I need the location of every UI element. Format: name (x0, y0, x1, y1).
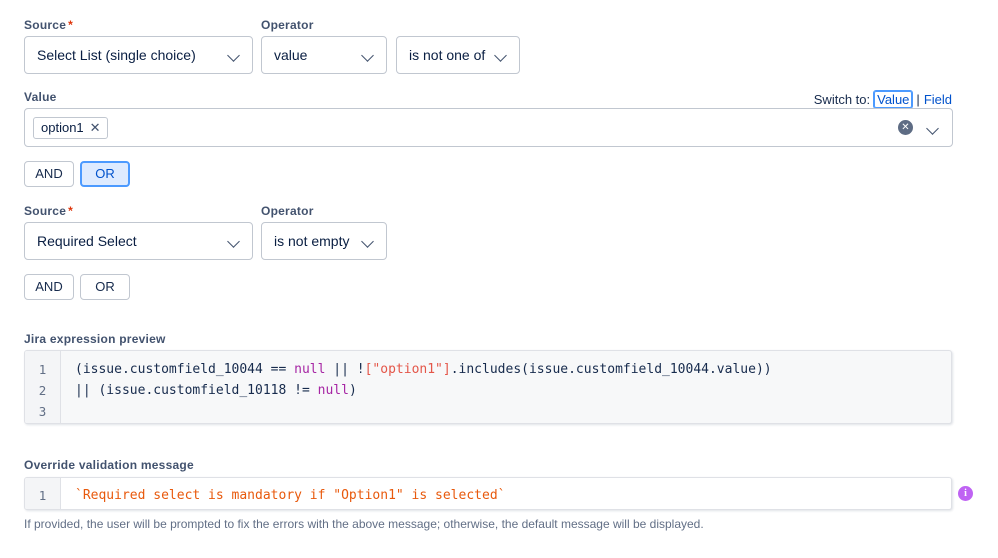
code-text: || (issue.customfield_10118 != (75, 383, 318, 398)
code-text: (issue.customfield_10044 == (75, 362, 295, 377)
logic-or-button-row2[interactable]: OR (80, 274, 130, 300)
expression-preview-code: (issue.customfield_10044 == null || !["o… (61, 351, 951, 423)
operator-label-row2: Operator (261, 204, 314, 218)
switch-to-value-link[interactable]: Value (873, 90, 914, 109)
logic-or-button-row1[interactable]: OR (80, 161, 130, 187)
operator-label-row1: Operator (261, 18, 314, 32)
source-label-row1: Source* (24, 18, 73, 32)
required-asterisk-row2: * (68, 204, 74, 218)
operator-select-row2[interactable]: is not empty (261, 222, 387, 260)
comparator-select-row1[interactable]: is not one of (396, 36, 520, 74)
value-multiselect[interactable]: option1 ✕ ✕ (24, 108, 953, 147)
source-label-text-row2: Source (24, 204, 67, 218)
logic-and-button-row1[interactable]: AND (24, 161, 74, 187)
source-select-row2[interactable]: Required Select (24, 222, 253, 260)
chevron-down-icon (362, 234, 376, 248)
value-chip-label: option1 (41, 119, 84, 135)
override-message-input[interactable]: `Required select is mandatory if "Option… (75, 488, 506, 503)
source-label-text-row1: Source (24, 18, 67, 32)
switch-to-prefix: Switch to: (813, 92, 871, 107)
switch-to-field-link[interactable]: Field (923, 92, 952, 107)
value-label: Value (24, 90, 57, 104)
operator-select-row1[interactable]: value (261, 36, 387, 74)
clear-circle-icon[interactable]: ✕ (898, 120, 913, 135)
line-number: 1 (38, 362, 47, 377)
code-line-2: || (issue.customfield_10118 != null) (75, 380, 941, 401)
override-helper-text: If provided, the user will be prompted t… (24, 517, 704, 531)
required-asterisk-row1: * (68, 18, 74, 32)
chevron-down-icon (228, 48, 242, 62)
line-number: 3 (38, 404, 47, 419)
code-text: || ! (325, 362, 365, 377)
chevron-down-icon (362, 48, 376, 62)
code-text: ) (348, 383, 357, 398)
code-line-3 (75, 401, 941, 422)
code-token-null: null (317, 383, 349, 398)
logic-and-button-row2[interactable]: AND (24, 274, 74, 300)
code-text: .includes(issue.customfield_10044.value)… (450, 362, 772, 377)
value-chip[interactable]: option1 ✕ (33, 116, 108, 139)
comparator-select-value-row1: is not one of (409, 47, 486, 63)
line-number: 2 (38, 383, 47, 398)
info-icon[interactable]: i (958, 486, 973, 501)
override-message-editor[interactable]: 1 `Required select is mandatory if "Opti… (24, 477, 952, 510)
operator-select-value-row2: is not empty (274, 233, 350, 249)
code-token-null: null (294, 362, 326, 377)
line-number-gutter: 1 (25, 478, 61, 509)
source-select-value-row2: Required Select (37, 233, 137, 249)
source-label-row2: Source* (24, 204, 73, 218)
chevron-down-icon[interactable] (926, 121, 940, 135)
expression-preview-codeblock: 1 2 3 (issue.customfield_10044 == null || … (24, 350, 952, 424)
source-select-value-row1: Select List (single choice) (37, 47, 196, 63)
switch-to-control: Switch to: Value | Field (813, 90, 952, 109)
value-multiselect-controls: ✕ (898, 120, 944, 135)
code-line-1: (issue.customfield_10044 == null || !["o… (75, 359, 941, 380)
code-token-string: ["option1"] (364, 362, 451, 377)
override-message-label: Override validation message (24, 458, 194, 472)
source-select-row1[interactable]: Select List (single choice) (24, 36, 253, 74)
operator-select-value-row1: value (274, 47, 308, 63)
chevron-down-icon (228, 234, 242, 248)
line-number: 1 (38, 488, 47, 503)
line-number-gutter: 1 2 3 (25, 351, 61, 423)
expression-preview-label: Jira expression preview (24, 332, 166, 346)
close-icon[interactable]: ✕ (89, 120, 101, 135)
switch-to-separator: | (916, 92, 920, 107)
chevron-down-icon (495, 48, 509, 62)
